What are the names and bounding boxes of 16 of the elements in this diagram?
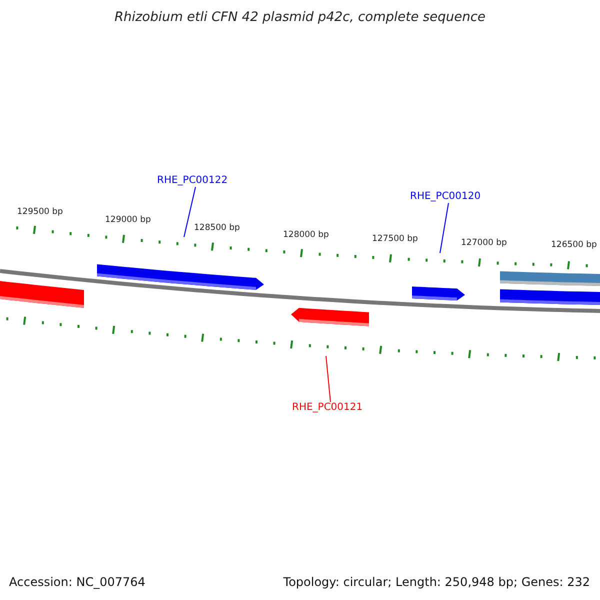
title: Rhizobium etli CFN 42 plasmid p42c, complete sequence: [113, 11, 487, 24]
gene-label: RHE_PC00121: [292, 403, 363, 413]
scale-label: 127500 bp: [372, 235, 418, 244]
scale-label: 127000 bp: [461, 239, 507, 248]
scale-label: 129000 bp: [105, 216, 151, 224]
scale-label: 126500 bp: [551, 241, 597, 250]
info-text: Accession: NC_007764: [9, 576, 146, 588]
info-text: Topology: circular; Length: 250,948 bp; Genes: 232: [283, 576, 590, 588]
leader-line: [440, 202, 449, 254]
gene-label: RHE_PC00120: [410, 192, 481, 202]
scale-label: 129500 bp: [17, 208, 63, 216]
leader-line: [326, 356, 331, 402]
gene-label: RHE_PC00122: [157, 176, 228, 186]
scale-label: 128500 bp: [194, 224, 240, 232]
leader-line: [184, 186, 196, 238]
scale-label: 128000 bp: [283, 231, 329, 240]
